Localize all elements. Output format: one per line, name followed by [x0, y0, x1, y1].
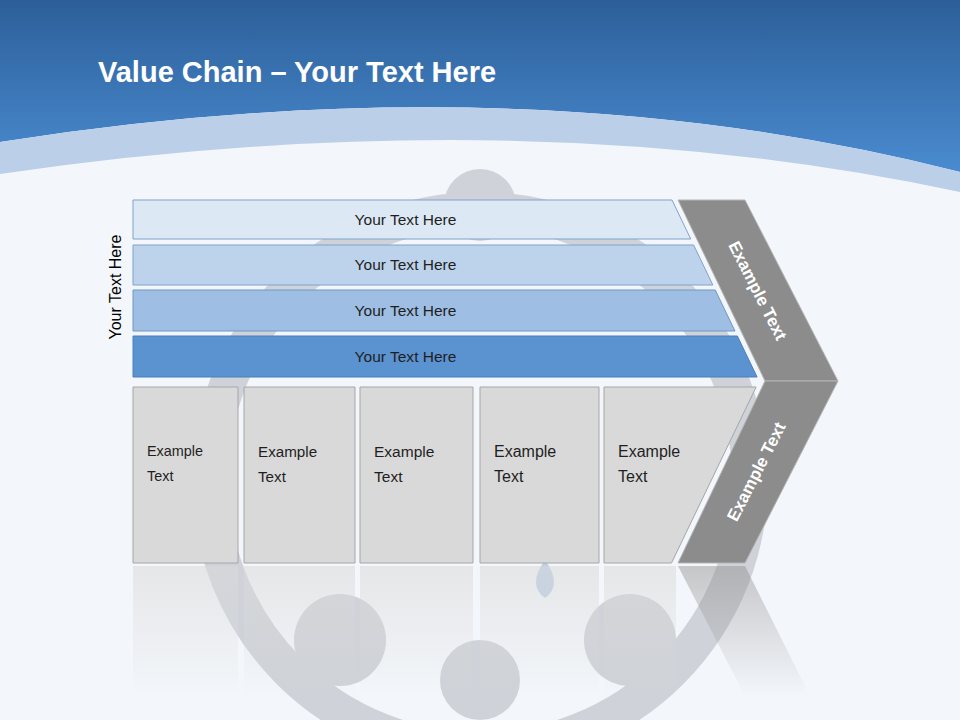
box-label: Example Text: [494, 439, 574, 489]
box-label: Example Text: [374, 439, 454, 489]
band-label: Your Text Here: [133, 290, 678, 331]
margin-chevron: Example Text: [678, 381, 838, 563]
primary-activity-box: Example Text: [244, 387, 355, 563]
support-activity-band: Your Text Here: [133, 200, 691, 239]
box-label: Example Text: [147, 439, 227, 489]
margin-chevron: Example Text: [678, 200, 838, 381]
primary-activity-box: Example Text: [133, 387, 238, 563]
support-activity-band: Your Text Here: [133, 245, 713, 285]
primary-activity-box: Example Text: [360, 387, 473, 563]
band-label: Your Text Here: [133, 200, 678, 239]
primary-activity-box: Example Text: [480, 387, 599, 563]
box-label: Example Text: [618, 439, 698, 489]
box-label: Example Text: [258, 439, 338, 489]
support-activity-band: Your Text Here: [133, 290, 735, 331]
band-label: Your Text Here: [133, 245, 678, 285]
side-label: Your Text Here: [107, 235, 125, 340]
slide-title: Value Chain – Your Text Here: [98, 56, 496, 89]
reflection: [133, 566, 810, 696]
support-activity-band: Your Text Here: [133, 336, 757, 377]
band-label: Your Text Here: [133, 336, 678, 377]
